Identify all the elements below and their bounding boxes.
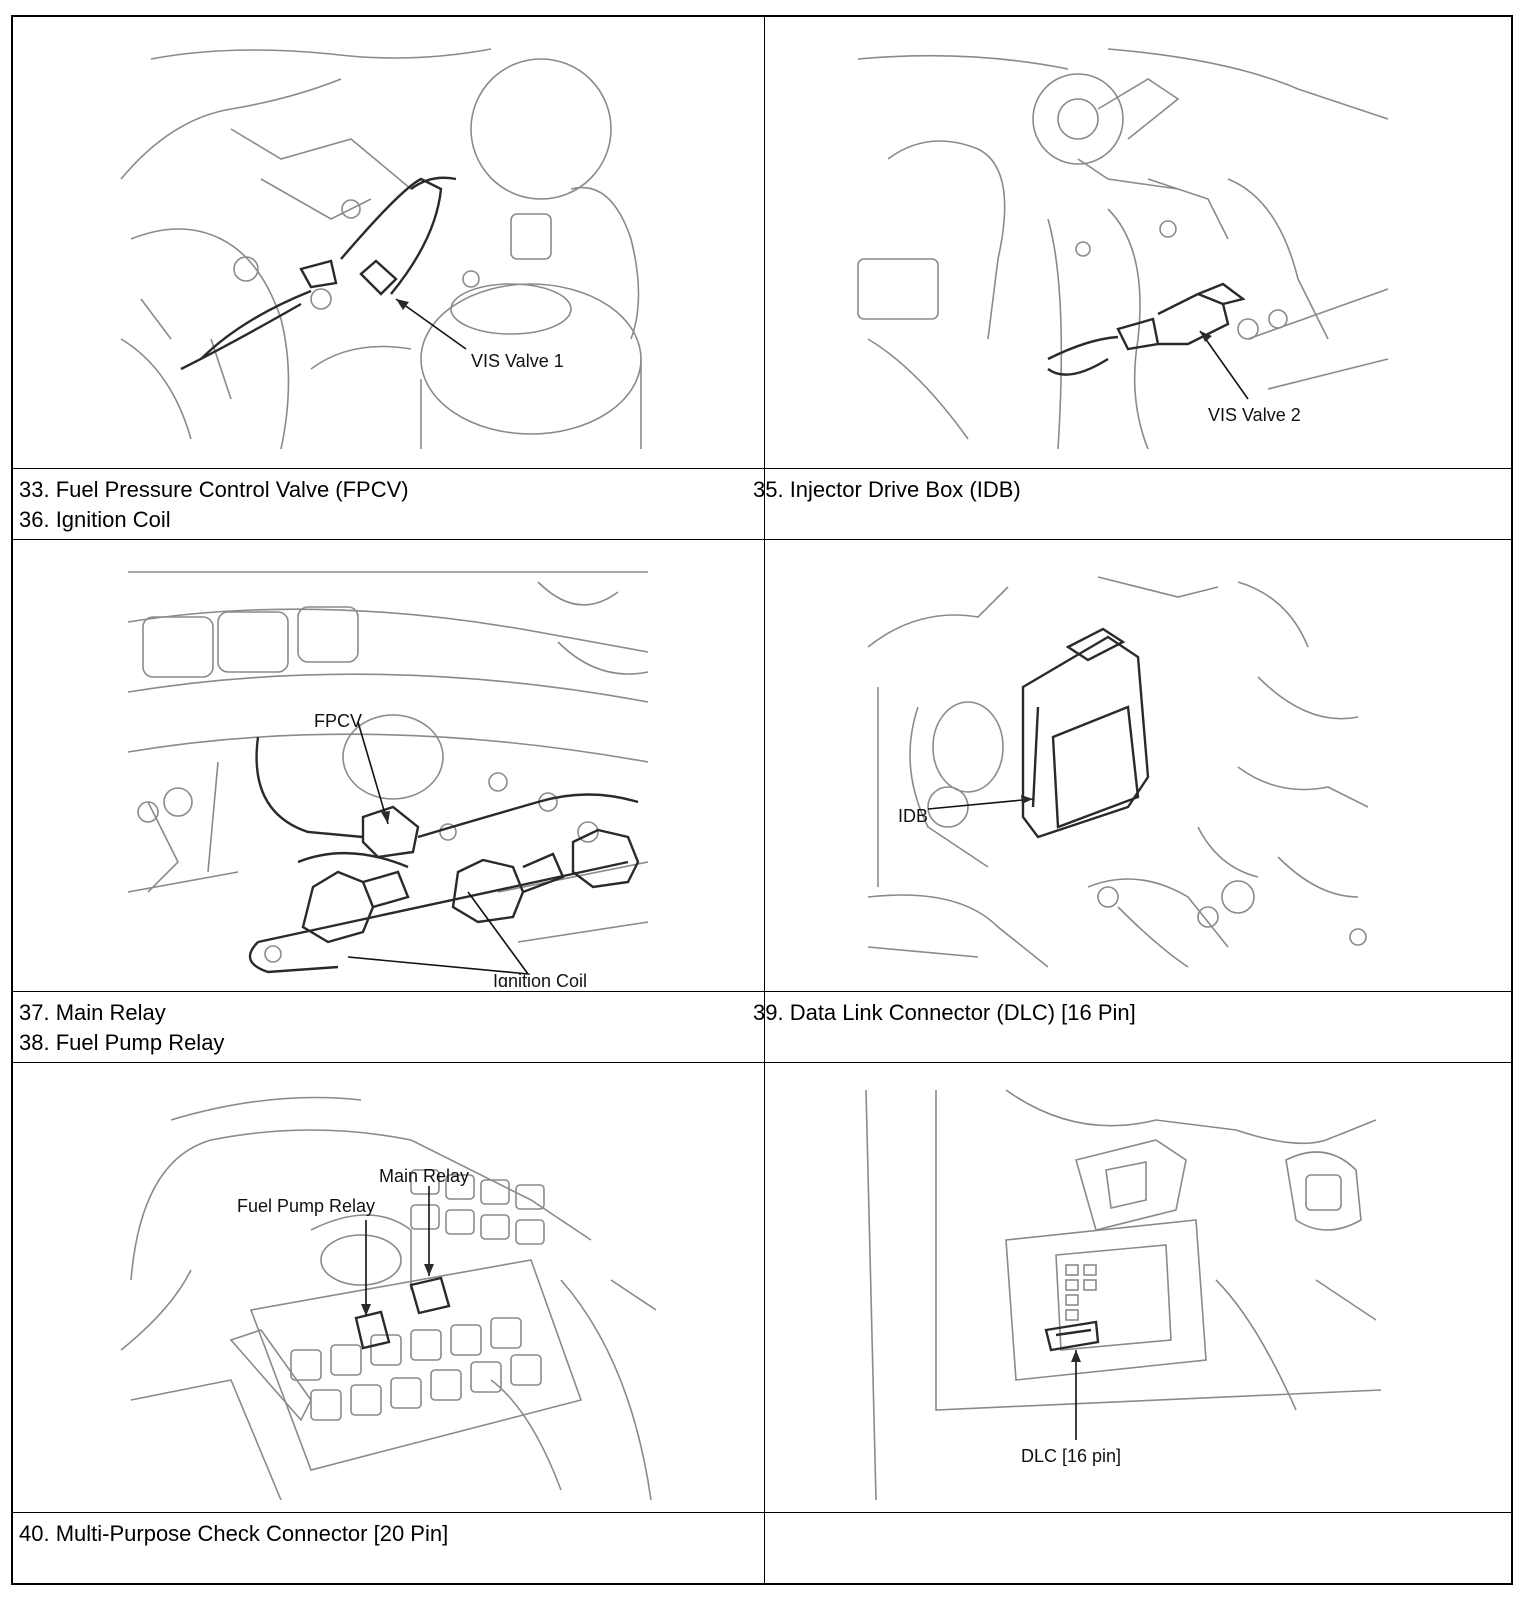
caption-row2-left: 37. Main Relay 38. Fuel Pump Relay [19, 998, 224, 1058]
caption-row2-right: 39. Data Link Connector (DLC) [16 Pin] [753, 998, 1136, 1028]
fuel-pump-relay-label: Fuel Pump Relay [237, 1196, 375, 1216]
caption-row1-right: 35. Injector Drive Box (IDB) [753, 475, 1021, 505]
figure-vis-valve-1: VIS Valve 1 [111, 39, 651, 459]
caption-row3-left: 40. Multi-Purpose Check Connector [20 Pi… [19, 1519, 448, 1549]
row-divider [13, 539, 1511, 540]
caption-line: 33. Fuel Pressure Control Valve (FPCV) [19, 477, 409, 502]
caption-line: 37. Main Relay [19, 1000, 166, 1025]
idb-label: IDB [898, 806, 928, 826]
component-location-table: VIS Valve 1 VIS Valve 2 33. F [11, 15, 1513, 1585]
figure-fpcv-ignition-coil: FPCV Ignition Coil [118, 562, 658, 987]
vis-valve-2-label: VIS Valve 2 [1208, 405, 1301, 425]
caption-line: 35. Injector Drive Box (IDB) [753, 477, 1021, 502]
caption-line: 36. Ignition Coil [19, 507, 171, 532]
figure-dlc: DLC [16 pin] [856, 1080, 1381, 1500]
vis-valve-1-label: VIS Valve 1 [471, 351, 564, 371]
dlc-label: DLC [16 pin] [1021, 1446, 1121, 1466]
column-divider [764, 17, 765, 1583]
caption-row1-left: 33. Fuel Pressure Control Valve (FPCV) 3… [19, 475, 409, 535]
row-divider [13, 991, 1511, 992]
figure-idb: IDB [858, 567, 1378, 977]
row-divider [13, 1512, 1511, 1513]
fpcv-label: FPCV [314, 711, 362, 731]
row-divider [13, 468, 1511, 469]
main-relay-label: Main Relay [379, 1166, 469, 1186]
caption-line: 38. Fuel Pump Relay [19, 1030, 225, 1055]
figure-relay-box: Fuel Pump Relay Main Relay [111, 1080, 656, 1500]
caption-line: 40. Multi-Purpose Check Connector [20 Pi… [19, 1521, 449, 1546]
caption-line: 39. Data Link Connector (DLC) [16 Pin] [753, 1000, 1136, 1025]
ignition-coil-label: Ignition Coil [493, 971, 587, 987]
figure-vis-valve-2: VIS Valve 2 [848, 39, 1393, 459]
row-divider [13, 1062, 1511, 1063]
